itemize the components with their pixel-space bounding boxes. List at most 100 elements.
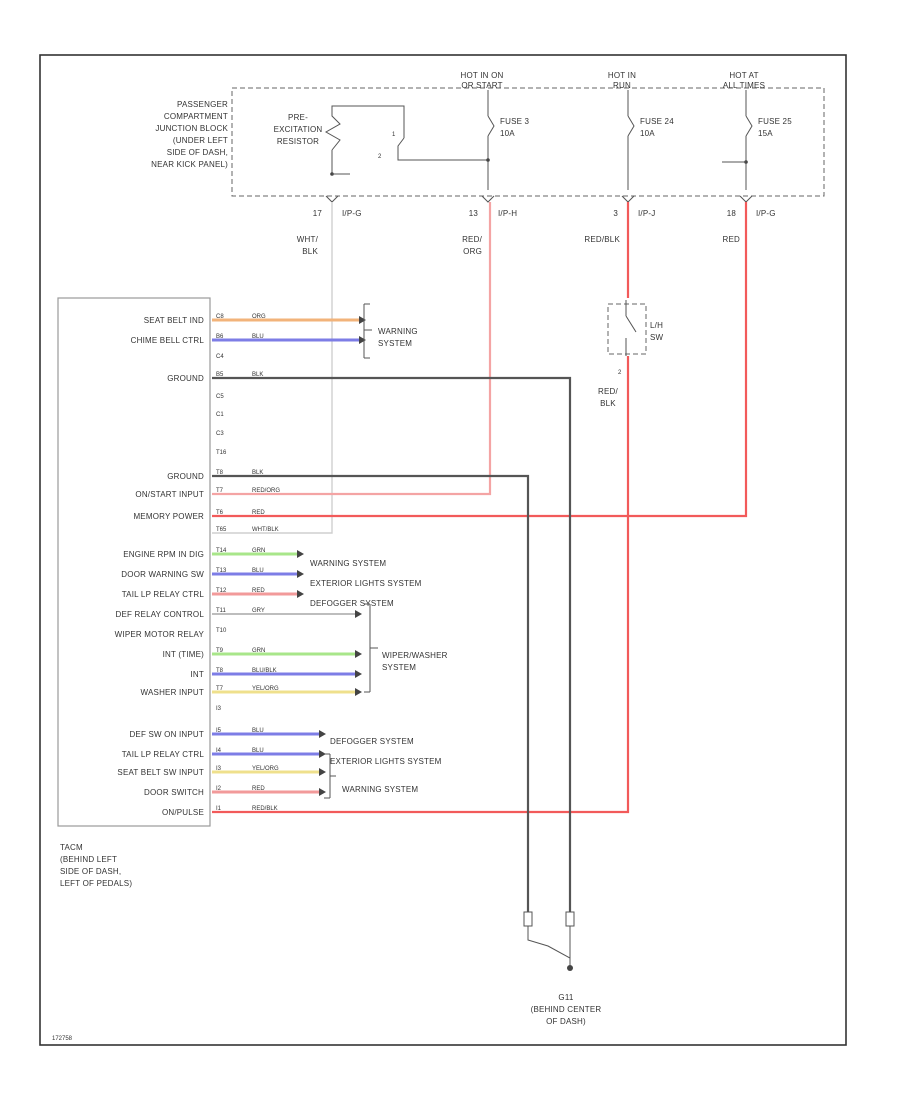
tacm-wire-color: BLK bbox=[252, 372, 263, 378]
hot-label-1-line1: HOT IN ON bbox=[461, 71, 504, 80]
wire-arrow bbox=[355, 650, 362, 658]
system-defogger-1: DEFOGGER SYSTEM bbox=[310, 599, 394, 608]
tacm-wire-color: YEL/ORG bbox=[252, 766, 279, 772]
wire-arrow bbox=[355, 688, 362, 696]
wire-color-red-org-1: RED/ bbox=[462, 235, 482, 244]
pre-excitation-resistor: PRE- EXCITATION RESISTOR 1 2 bbox=[274, 105, 488, 176]
ground-location-2: OF DASH) bbox=[546, 1017, 586, 1026]
tacm-wire-color: GRN bbox=[252, 648, 265, 654]
ground-connector-2 bbox=[565, 911, 575, 927]
hot-label-2-line1: HOT IN bbox=[608, 71, 636, 80]
tacm-pin-number: T16 bbox=[216, 450, 227, 456]
system-warning-2: WARNING SYSTEM bbox=[310, 559, 386, 568]
tacm-wire-color: BLU bbox=[252, 334, 264, 340]
ground-g11: G11 (BEHIND CENTER OF DASH) bbox=[523, 911, 602, 1026]
connector-pin-3: 3 bbox=[613, 209, 618, 218]
tacm-pin-number: I1 bbox=[216, 806, 222, 812]
tacm-pin-number: T11 bbox=[216, 608, 227, 614]
tacm-wire-color: GRY bbox=[252, 608, 265, 614]
tacm-row-label: GROUND bbox=[167, 374, 204, 383]
tacm-label-4: LEFT OF PEDALS) bbox=[60, 879, 132, 888]
lh-switch-pin: 2 bbox=[618, 370, 622, 376]
connector-pin-18: 18 bbox=[727, 209, 737, 218]
tacm-module-box bbox=[57, 297, 211, 827]
lh-switch-label-1: L/H bbox=[650, 321, 663, 330]
wire-red-blk-lower bbox=[212, 356, 630, 814]
fuse-3: FUSE 3 10A bbox=[486, 90, 529, 190]
fuse-3-node bbox=[486, 158, 490, 162]
connector-pin-13: 13 bbox=[469, 209, 479, 218]
wire-color-red: RED bbox=[723, 235, 741, 244]
tacm-wire-color: BLU bbox=[252, 748, 264, 754]
wire-arrow bbox=[319, 788, 326, 796]
connector-pin-17: 17 bbox=[313, 209, 323, 218]
tacm-wire-color: RED/BLK bbox=[252, 806, 278, 812]
junction-block-line-4: (UNDER LEFT bbox=[173, 136, 228, 145]
wire-color-wht-blk-2: BLK bbox=[302, 247, 318, 256]
ground-name: G11 bbox=[558, 993, 573, 1002]
top-connectors: 17 I/P-G 13 I/P-H 3 I/P-J 18 I/P-G bbox=[313, 195, 776, 218]
connector-ipg-2: I/P-G bbox=[756, 209, 776, 218]
tacm-pin-number: C1 bbox=[216, 412, 224, 418]
fuse-24-name: FUSE 24 bbox=[640, 117, 674, 126]
wire-arrow bbox=[297, 550, 304, 558]
tacm-row-label: DEF SW ON INPUT bbox=[129, 730, 204, 739]
lh-switch-box bbox=[607, 303, 647, 355]
tacm-row-label: ENGINE RPM IN DIG bbox=[123, 550, 204, 559]
fuse-3-element bbox=[487, 90, 495, 190]
tacm-row-label: CHIME BELL CTRL bbox=[131, 336, 205, 345]
tacm-pin-number: T65 bbox=[216, 527, 227, 533]
junction-block-label: PASSENGER COMPARTMENT JUNCTION BLOCK (UN… bbox=[151, 100, 228, 169]
tacm-pin-number: T7 bbox=[216, 488, 224, 494]
tacm-label-2: (BEHIND LEFT bbox=[60, 855, 117, 864]
tacm-pin-number: C8 bbox=[216, 314, 224, 320]
connector-chevrons bbox=[325, 195, 753, 203]
fuse-25-amp: 15A bbox=[758, 129, 773, 138]
tacm-row-label: TAIL LP RELAY CTRL bbox=[122, 590, 205, 599]
tacm-pin-number: I3 bbox=[216, 766, 222, 772]
system-warning-1a: WARNING bbox=[378, 327, 418, 336]
tacm-wire-color: RED bbox=[252, 588, 265, 594]
system-labels: WARNING SYSTEM WARNING SYSTEM EXTERIOR L… bbox=[310, 327, 447, 794]
wire-color-red-blk: RED/BLK bbox=[584, 235, 620, 244]
hot-label-1-line2: OR START bbox=[461, 81, 502, 90]
wire-arrow bbox=[359, 336, 366, 344]
wire-color-wht-blk-1: WHT/ bbox=[297, 235, 319, 244]
ground-location-1: (BEHIND CENTER bbox=[531, 1005, 602, 1014]
tacm-row-label: TAIL LP RELAY CTRL bbox=[122, 750, 205, 759]
tacm-wire-color: BLU bbox=[252, 728, 264, 734]
resistor-pin-label: 1 bbox=[392, 132, 396, 138]
system-wiper-2: SYSTEM bbox=[382, 663, 416, 672]
resistor-circuit-wire bbox=[324, 105, 488, 174]
tacm-pin-number: T6 bbox=[216, 510, 224, 516]
tacm-pin-number: B5 bbox=[216, 372, 224, 378]
ground-connector-1 bbox=[523, 911, 533, 927]
wire-blk-ground-1 bbox=[212, 376, 572, 912]
hot-label-3-line2: ALL TIMES bbox=[723, 81, 765, 90]
system-warning-3: WARNING SYSTEM bbox=[342, 785, 418, 794]
bracket-lower bbox=[324, 753, 336, 799]
system-defogger-2: DEFOGGER SYSTEM bbox=[330, 737, 414, 746]
top-wire-colors: WHT/ BLK RED/ ORG RED/BLK RED bbox=[297, 235, 740, 256]
tacm-pin-number: C4 bbox=[216, 354, 224, 360]
wire-arrow bbox=[297, 590, 304, 598]
resistor-label-2: EXCITATION bbox=[274, 125, 323, 134]
system-warning-1b: SYSTEM bbox=[378, 339, 412, 348]
tacm-pin-number: T8 bbox=[216, 470, 224, 476]
wire-red-org bbox=[212, 202, 492, 496]
wire-arrow bbox=[319, 730, 326, 738]
wire-arrow bbox=[355, 610, 362, 618]
tacm-pin-number: T7 bbox=[216, 686, 224, 692]
short-wires bbox=[212, 316, 366, 796]
tacm-wire-color: GRN bbox=[252, 548, 265, 554]
lh-switch-wire-2: BLK bbox=[600, 399, 616, 408]
resistor-label-3: RESISTOR bbox=[277, 137, 319, 146]
tacm-wire-color: RED bbox=[252, 786, 265, 792]
resistor-pin-label-2: 2 bbox=[378, 154, 382, 160]
lh-switch-wire-1: RED/ bbox=[598, 387, 618, 396]
tacm-row-label: DOOR WARNING SW bbox=[121, 570, 204, 579]
lh-switch-label-2: SW bbox=[650, 333, 664, 342]
ground-wires bbox=[527, 926, 571, 968]
